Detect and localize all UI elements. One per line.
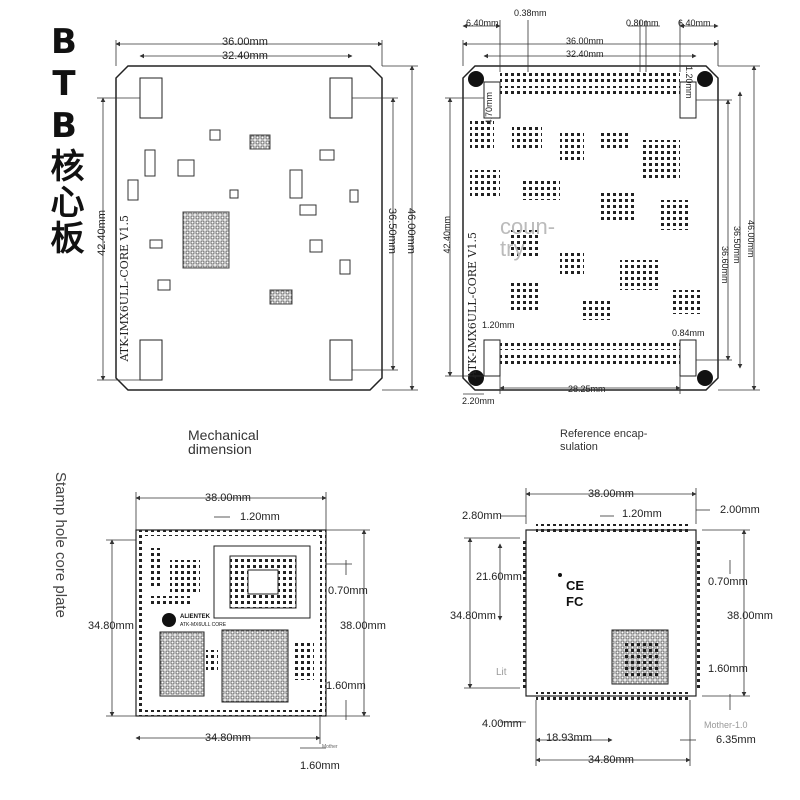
- sref-dim-l-2160: 21.60mm: [476, 571, 522, 583]
- btb-dim-w-inner: 32.40mm: [222, 50, 268, 62]
- stamp-board: [135, 529, 327, 717]
- stamp-dim-top-120: 1.20mm: [240, 511, 280, 523]
- btb-dim-h-left: 42.40mm: [96, 210, 108, 256]
- sref-dim-r-070: 0.70mm: [708, 576, 748, 588]
- ref-dim-bot-2825: 28.25mm: [568, 384, 606, 394]
- ref-dim-bot-220: 2.20mm: [462, 396, 495, 406]
- sref-dim-top-38: 38.00mm: [588, 488, 634, 500]
- stamp-dim-bot-3480: 34.80mm: [205, 732, 251, 744]
- ref-dim-w-36: 36.00mm: [566, 36, 604, 46]
- sref-dim-top-200: 2.00mm: [720, 504, 760, 516]
- sref-ghost-right: Mother-1.0: [704, 720, 748, 730]
- ref-watermark: coun- try: [500, 214, 556, 261]
- btb-mech-board: [115, 65, 383, 391]
- stamp-dim-lines: [106, 492, 370, 749]
- ref-dim-top-640-right: 6.40mm: [678, 18, 711, 28]
- ref-dim-h-4600: 46.00mm: [746, 220, 756, 258]
- sref-ghost-left: Lit: [496, 667, 507, 678]
- sref-dim-r-3800: 38.00mm: [727, 610, 773, 622]
- ref-dim-h-3660: 36.60mm: [720, 246, 730, 284]
- sref-dim-l-3480: 34.80mm: [450, 610, 496, 622]
- sref-ce-mark: CE: [566, 578, 585, 593]
- btb-mech-dim-lines: [97, 40, 418, 391]
- stamp-dim-r-3800: 38.00mm: [340, 620, 386, 632]
- stamp-dim-top-38: 38.00mm: [205, 492, 251, 504]
- stamp-dim-r-070: 0.70mm: [328, 585, 368, 597]
- stamp-ref-dim-lines: [464, 488, 750, 766]
- ref-dim-pin-470: 4.70mm: [484, 92, 494, 125]
- ref-dim-h-3650: 36.50mm: [732, 226, 742, 264]
- sref-dim-r-160: 1.60mm: [708, 663, 748, 675]
- ref-board-label: ATK-IMX6ULL-CORE V1.5: [466, 232, 479, 379]
- sref-dim-bot-635: 6.35mm: [716, 734, 756, 746]
- btb-title: BTB核心板: [44, 22, 84, 256]
- ref-dim-h-left: 42.40mm: [442, 216, 452, 254]
- stamp-logo-text: ALIENTEK: [180, 614, 210, 620]
- sref-dim-top-280: 2.80mm: [462, 510, 502, 522]
- ref-dim-top-038: 0.38mm: [514, 8, 547, 18]
- ref-dim-w-324: 32.40mm: [566, 49, 604, 59]
- btb-ref-dim-lines: [445, 20, 760, 395]
- ref-dim-bot-084: 0.84mm: [672, 328, 705, 338]
- sref-dim-bot-1893: 18.93mm: [546, 732, 592, 744]
- ref-dim-pin-120-top: 1.20mm: [684, 66, 694, 99]
- btb-board-label: ATK-IMX6ULL-CORE V1.5: [118, 215, 131, 362]
- btb-dim-w-outer: 36.00mm: [222, 36, 268, 48]
- stamp-ref-board: [520, 524, 702, 700]
- stamp-mother-text: Mother: [322, 744, 338, 750]
- sref-dim-top-120: 1.20mm: [622, 508, 662, 520]
- sref-dim-bot-3480: 34.80mm: [588, 754, 634, 766]
- stamp-logo-sub: ATK-MX6ULL CORE: [180, 622, 227, 628]
- btb-dim-h-right1: 36.50mm: [386, 208, 398, 254]
- btb-caption: Mechanical dimension: [188, 427, 259, 457]
- ref-caption: Reference encap- sulation: [560, 428, 648, 453]
- stamp-dim-bot-160: 1.60mm: [300, 760, 340, 772]
- stamp-dim-r-160: 1.60mm: [326, 680, 366, 692]
- stamp-dim-left-3480: 34.80mm: [88, 620, 134, 632]
- ref-dim-top-080: 0.80mm: [626, 18, 659, 28]
- btb-dim-h-right2: 46.00mm: [405, 208, 417, 254]
- ref-dim-top-640-left: 6.40mm: [466, 18, 499, 28]
- stamp-side-label: Stamp hole core plate: [52, 472, 69, 618]
- btb-ref-board: [462, 65, 719, 391]
- ref-dim-bot-120: 1.20mm: [482, 320, 515, 330]
- sref-fc-mark: FC: [566, 594, 584, 609]
- sref-dim-bot-400: 4.00mm: [482, 718, 522, 730]
